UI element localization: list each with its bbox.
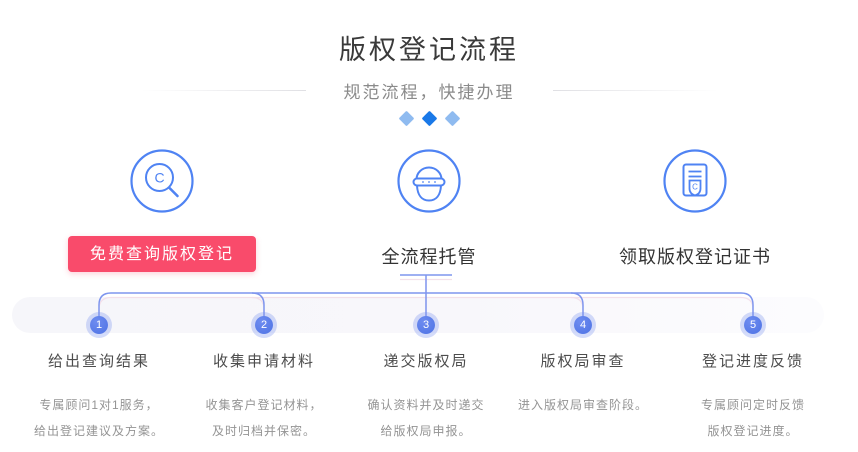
page-title: 版权登记流程 — [339, 35, 519, 65]
step-title: 给出查询结果 — [47, 353, 150, 370]
feature-free-query: C 免费查询版权登记 — [52, 148, 272, 272]
step-description: 收集客户登记材料， 及时归档并保密。 — [205, 398, 323, 438]
feature-label: 全流程托管 — [381, 247, 477, 267]
step-title: 版权局审查 — [540, 353, 626, 370]
feature-certificate: C 领取版权登记证书 — [585, 148, 805, 269]
diamond-icon — [421, 110, 437, 126]
step-number-badge: 4 — [574, 316, 592, 334]
step-title: 递交版权局 — [383, 353, 469, 370]
step-number-badge: 1 — [90, 316, 108, 334]
step-column: 1 给出查询结果 专属顾问1对1服务， 给出登记建议及方案。 — [11, 316, 187, 444]
certificate-icon: C — [662, 149, 728, 218]
agent-avatar-icon — [396, 149, 462, 218]
divider-line — [552, 89, 718, 91]
step-number-badge: 2 — [255, 316, 273, 334]
copyright-letter: C — [154, 170, 164, 186]
diamond-ornament — [0, 110, 858, 126]
step-description: 确认资料并及时递交 给版权局申报。 — [367, 398, 485, 438]
feature-label: 领取版权登记证书 — [619, 247, 771, 267]
step-number-badge: 5 — [744, 316, 762, 334]
step-description: 专属顾问定时反馈 版权登记进度。 — [700, 398, 805, 438]
step-column: 2 收集申请材料 收集客户登记材料， 及时归档并保密。 — [176, 316, 352, 444]
copyright-search-icon: C — [129, 149, 195, 218]
step-description: 进入版权局审查阶段。 — [517, 398, 648, 412]
copyright-letter: C — [692, 183, 698, 192]
diamond-icon — [444, 110, 460, 126]
page-subtitle: 规范流程，快捷办理 — [343, 82, 515, 102]
free-query-button[interactable]: 免费查询版权登记 — [68, 236, 256, 272]
step-number-badge: 3 — [417, 316, 435, 334]
step-column: 4 版权局审查 进入版权局审查阶段。 — [495, 316, 671, 418]
divider-line — [140, 89, 306, 91]
step-column: 3 递交版权局 确认资料并及时递交 给版权局申报。 — [338, 316, 514, 444]
step-column: 5 登记进度反馈 专属顾问定时反馈 版权登记进度。 — [665, 316, 841, 444]
step-title: 登记进度反馈 — [701, 353, 804, 370]
feature-full-hosting: 全流程托管 — [319, 148, 539, 269]
step-description: 专属顾问1对1服务， 给出登记建议及方案。 — [33, 398, 164, 438]
diamond-icon — [398, 110, 414, 126]
step-title: 收集申请材料 — [212, 353, 315, 370]
subtitle-row: 规范流程，快捷办理 — [0, 79, 858, 102]
